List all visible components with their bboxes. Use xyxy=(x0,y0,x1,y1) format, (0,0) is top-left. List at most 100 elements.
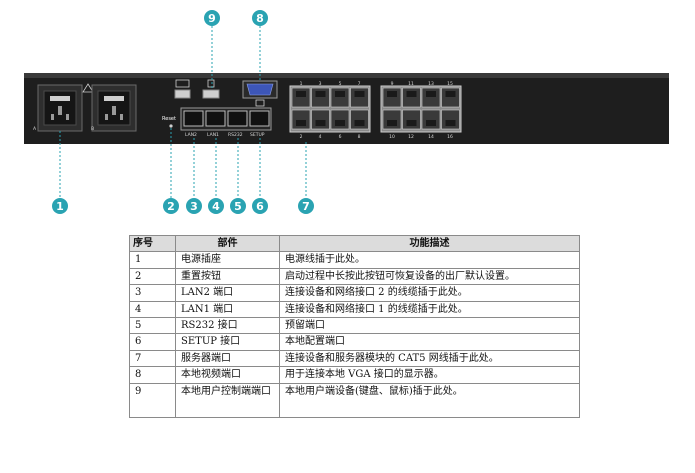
server-port-contacts xyxy=(387,120,397,126)
server-port-contacts xyxy=(445,120,456,126)
cell-part: 服务器端口 xyxy=(175,349,280,368)
socket-mark-b: B xyxy=(91,126,94,132)
cell-no: 9 xyxy=(129,382,176,418)
server-port-number-top: 9 xyxy=(391,81,394,87)
callout-6: 6 xyxy=(252,198,268,214)
server-port-number-bottom: 12 xyxy=(408,134,414,140)
server-port xyxy=(382,109,402,130)
port-label-setup: SETUP xyxy=(250,132,265,138)
server-port-contacts xyxy=(445,91,456,97)
reset-button xyxy=(169,124,173,128)
server-port-contacts xyxy=(406,120,417,126)
callout-8: 8 xyxy=(252,10,268,26)
svg-text:9: 9 xyxy=(208,12,216,25)
svg-text:7: 7 xyxy=(302,200,310,213)
cell-no: 5 xyxy=(129,316,176,335)
callout-9: 9 xyxy=(204,10,220,26)
cell-part: 本地用户控制端端口 xyxy=(175,382,280,418)
cell-desc: 电源线插于此处。 xyxy=(279,251,580,269)
cell-no: 7 xyxy=(129,349,176,368)
server-port xyxy=(402,87,421,108)
usb-icon xyxy=(207,79,215,88)
server-port-number-top: 3 xyxy=(319,81,322,87)
server-port-contacts xyxy=(335,91,345,97)
server-port xyxy=(311,109,330,130)
cell-desc: 本地用户端设备(键盘、鼠标)插于此处。 xyxy=(279,382,580,418)
server-port-contacts xyxy=(354,91,365,97)
header-part: 部件 xyxy=(175,234,280,253)
svg-text:4: 4 xyxy=(212,200,220,213)
svg-text:2: 2 xyxy=(167,200,175,213)
leader-lines xyxy=(59,26,307,198)
cell-desc: 连接设备和网络接口 2 的线缆插于此处。 xyxy=(279,284,580,302)
cell-desc: 预留端口 xyxy=(279,316,580,335)
server-port-number-top: 5 xyxy=(339,81,342,87)
vga-port xyxy=(242,80,278,107)
cell-part: SETUP 接口 xyxy=(175,333,280,351)
server-port-number-bottom: 16 xyxy=(447,134,453,140)
cell-no: 8 xyxy=(129,366,176,384)
rear-panel-diagram: A B Reset LAN2 LAN1 RS232 SETUP xyxy=(24,10,669,214)
svg-text:5: 5 xyxy=(234,200,242,213)
cell-no: 4 xyxy=(129,300,176,318)
callout-7: 7 xyxy=(298,198,314,214)
usb-port-right xyxy=(202,89,220,99)
warning-icon xyxy=(82,83,94,93)
cell-part: 重置按钮 xyxy=(175,267,280,286)
port-label-lan2: LAN2 xyxy=(185,132,197,138)
usb-port-left xyxy=(174,89,191,99)
server-port xyxy=(441,109,460,130)
server-port-contacts xyxy=(354,120,365,126)
svg-text:3: 3 xyxy=(190,200,198,213)
server-port-number-top: 13 xyxy=(428,81,434,87)
cell-desc: 用于连接本地 VGA 接口的显示器。 xyxy=(279,366,580,384)
cell-no: 2 xyxy=(129,267,176,286)
server-port xyxy=(421,109,441,130)
cell-part: LAN2 端口 xyxy=(175,284,280,302)
cell-no: 3 xyxy=(129,284,176,302)
chassis-top-edge xyxy=(24,73,669,78)
server-port xyxy=(441,87,460,108)
lan1-port xyxy=(205,110,226,127)
server-port-contacts xyxy=(406,91,417,97)
cell-part: 电源插座 xyxy=(175,251,280,269)
server-port-number-bottom: 10 xyxy=(389,134,395,140)
rs232-port xyxy=(227,110,248,127)
server-port xyxy=(350,87,369,108)
server-port-contacts xyxy=(296,120,306,126)
table-header-row: 序号 部件 功能描述 xyxy=(129,234,580,253)
callout-1: 1 xyxy=(52,198,68,214)
server-port-number-bottom: 8 xyxy=(358,134,361,140)
socket-mark-a: A xyxy=(33,126,37,132)
server-port-number-bottom: 14 xyxy=(428,134,434,140)
server-port-number-top: 1 xyxy=(300,81,303,87)
header-desc: 功能描述 xyxy=(279,234,580,253)
cell-desc: 启动过程中长按此按钮可恢复设备的出厂默认设置。 xyxy=(279,267,580,286)
server-port xyxy=(421,87,441,108)
server-port-contacts xyxy=(315,120,326,126)
server-port-grid xyxy=(289,85,462,133)
port-label-rs232: RS232 xyxy=(228,132,243,138)
header-no: 序号 xyxy=(129,234,176,253)
svg-text:8: 8 xyxy=(256,12,264,25)
keyboard-icon xyxy=(175,79,190,88)
svg-text:1: 1 xyxy=(56,200,64,213)
reset-label: Reset xyxy=(162,116,176,122)
server-port-contacts xyxy=(335,120,345,126)
server-port xyxy=(291,109,311,130)
server-port-number-top: 15 xyxy=(447,81,453,87)
server-port-contacts xyxy=(315,91,326,97)
cell-desc: 连接设备和服务器模块的 CAT5 网线插于此处。 xyxy=(279,349,580,368)
server-port-number-top: 7 xyxy=(358,81,361,87)
cell-part: RS232 接口 xyxy=(175,316,280,335)
server-port-contacts xyxy=(296,91,306,97)
server-port-contacts xyxy=(426,120,436,126)
server-port xyxy=(311,87,330,108)
lan2-port xyxy=(183,110,204,127)
